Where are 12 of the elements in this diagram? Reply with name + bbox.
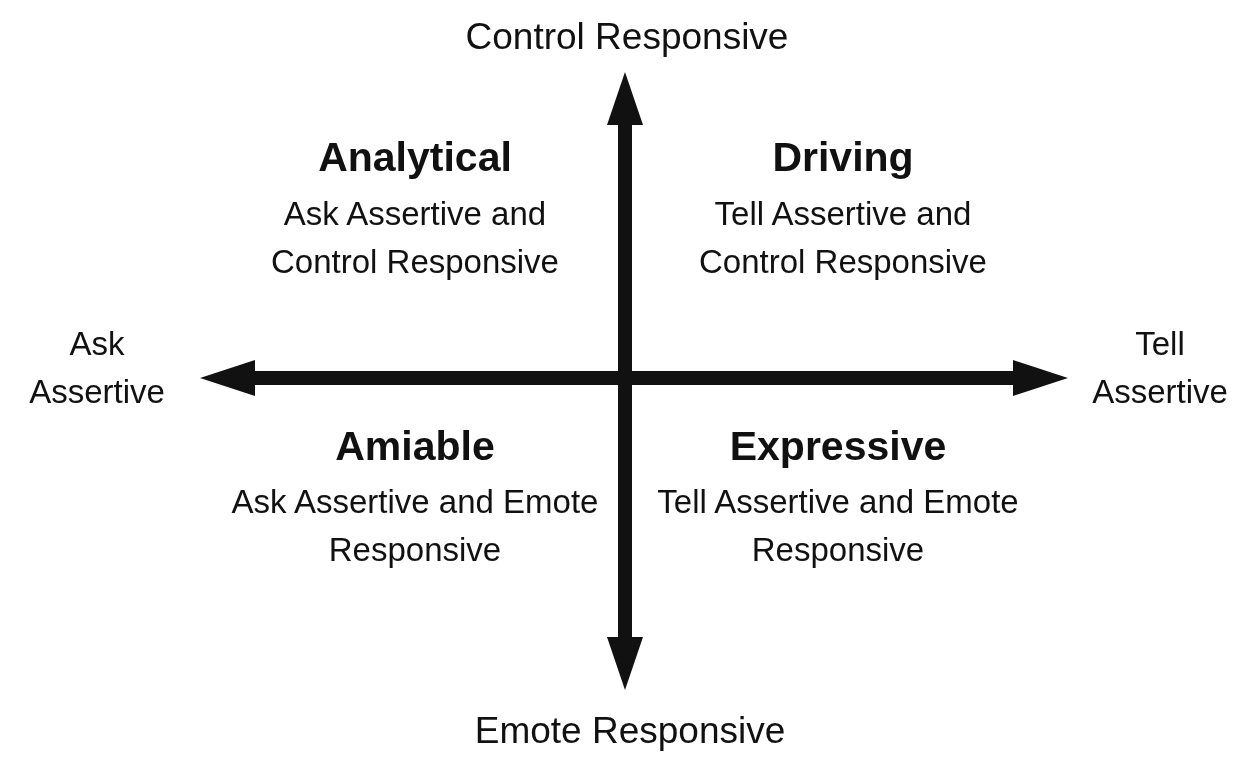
axis-label: Tell Assertive [1092,325,1228,410]
axis-label: Control Responsive [465,16,789,57]
quadrant-description: Ask Assertive and Emote Responsive [231,483,599,568]
quadrant-description: Tell Assertive and Control Responsive [699,195,987,280]
quadrant-heading: Amiable [335,423,495,469]
quadrant-heading: Expressive [729,423,947,469]
quadrant-description: Ask Assertive and Control Responsive [271,195,559,280]
quadrant-heading: Analytical [318,134,512,180]
axis-label: Ask Assertive [29,325,165,410]
quadrant-description: Tell Assertive and Emote Responsive [657,483,1019,568]
quadrant-heading: Driving [772,134,914,180]
axis-label: Emote Responsive [474,710,786,751]
